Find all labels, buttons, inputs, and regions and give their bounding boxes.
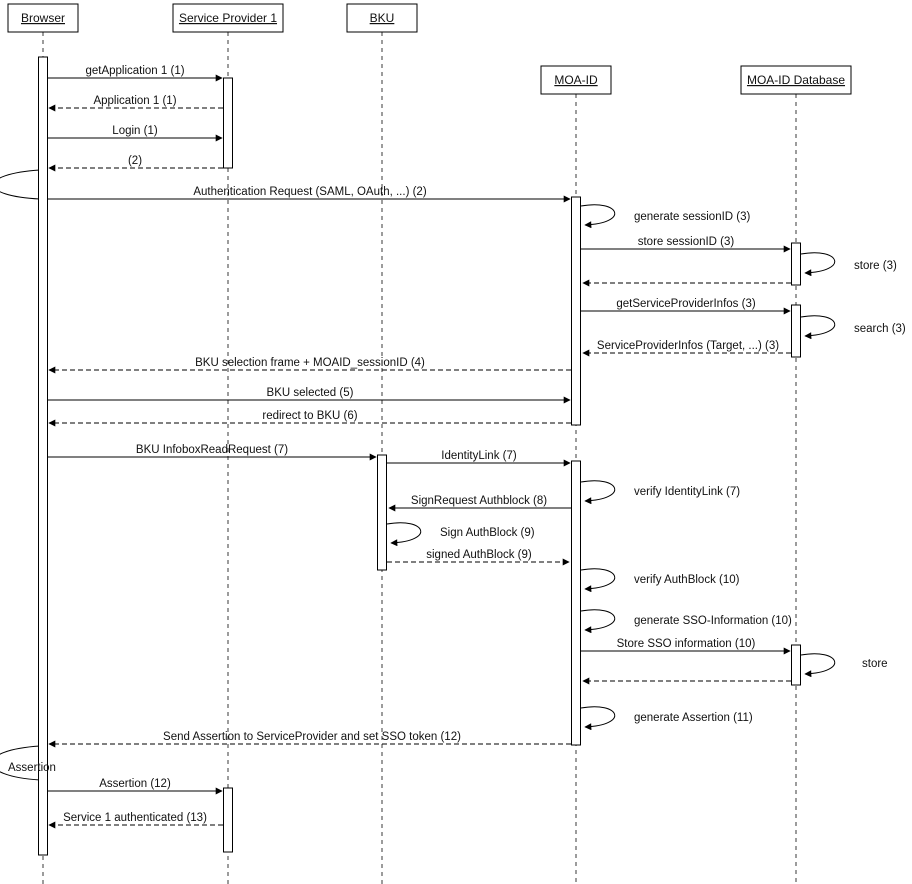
activation-database-b: [791, 304, 801, 358]
message-label-28: Service 1 authenticated (13): [63, 812, 207, 824]
message-label-17: SignRequest Authblock (8): [411, 495, 547, 507]
message-label-0: getApplication 1 (1): [85, 65, 184, 77]
self-message-arrow-16: [580, 480, 616, 505]
message-label-20: verify AuthBlock (10): [634, 574, 740, 586]
browser-redirect-arc-2: [0, 745, 41, 781]
activation-service-provider-1-b: [223, 787, 233, 853]
message-label-16: verify IdentityLink (7): [634, 486, 740, 498]
self-message-arrow-23: [800, 653, 836, 678]
message-label-23: store: [862, 658, 888, 670]
activation-moa-id-b: [571, 460, 581, 746]
message-label-7: store (3): [854, 260, 897, 272]
self-message-arrow-20: [580, 568, 616, 593]
self-message-arrow-9: [800, 315, 836, 340]
actor-label-moa-id-database: MOA-ID Database: [747, 73, 845, 87]
actor-box-service-provider-1: [172, 3, 284, 33]
actor-label-service-provider-1: Service Provider 1: [179, 11, 277, 25]
message-label-2: Login (1): [112, 125, 158, 137]
actor-label-moa-id: MOA-ID: [554, 73, 598, 87]
activation-moa-id-a: [571, 196, 581, 426]
message-label-9: search (3): [854, 323, 906, 335]
message-label-5: generate sessionID (3): [634, 211, 751, 223]
self-message-arrow-18: [386, 522, 422, 547]
activation-database-c: [791, 644, 801, 686]
actor-box-bku: [346, 3, 418, 33]
message-label-25: Send Assertion to ServiceProvider and se…: [163, 731, 461, 743]
message-label-4: Authentication Request (SAML, OAuth, ...…: [193, 186, 426, 198]
message-label-12: BKU selected (5): [267, 387, 354, 399]
message-label-26: Assertion: [8, 762, 56, 774]
activation-browser: [38, 56, 48, 856]
activation-service-provider-1-a: [223, 77, 233, 169]
message-label-22: Store SSO information (10): [617, 638, 756, 650]
self-message-arrow-7: [800, 252, 836, 277]
message-label-11: BKU selection frame + MOAID_sessionID (4…: [195, 357, 425, 369]
self-message-arrow-24: [580, 706, 616, 731]
message-label-18: Sign AuthBlock (9): [440, 527, 535, 539]
message-label-8: getServiceProviderInfos (3): [616, 298, 756, 310]
message-label-27: Assertion (12): [99, 778, 171, 790]
message-label-21: generate SSO-Information (10): [634, 615, 792, 627]
actor-label-browser: Browser: [21, 11, 65, 25]
message-label-14: BKU InfoboxReadRequest (7): [136, 444, 288, 456]
browser-redirect-arc-1: [0, 169, 41, 200]
self-message-arrow-21: [580, 609, 616, 634]
message-label-15: IdentityLink (7): [441, 450, 517, 462]
self-message-arrow-5: [580, 204, 616, 229]
message-label-3: (2): [128, 155, 142, 167]
message-label-13: redirect to BKU (6): [262, 410, 357, 422]
actor-label-bku: BKU: [370, 11, 395, 25]
message-label-10: ServiceProviderInfos (Target, ...) (3): [597, 340, 779, 352]
message-label-1: Application 1 (1): [93, 95, 176, 107]
actor-box-moa-id-database: [740, 65, 852, 95]
message-label-24: generate Assertion (11): [634, 712, 753, 724]
activation-database-a: [791, 242, 801, 286]
actor-box-browser: [7, 3, 79, 33]
activation-bku: [377, 454, 387, 571]
actor-box-moa-id: [540, 65, 612, 95]
message-label-19: signed AuthBlock (9): [426, 549, 532, 561]
message-label-6: store sessionID (3): [638, 236, 735, 248]
